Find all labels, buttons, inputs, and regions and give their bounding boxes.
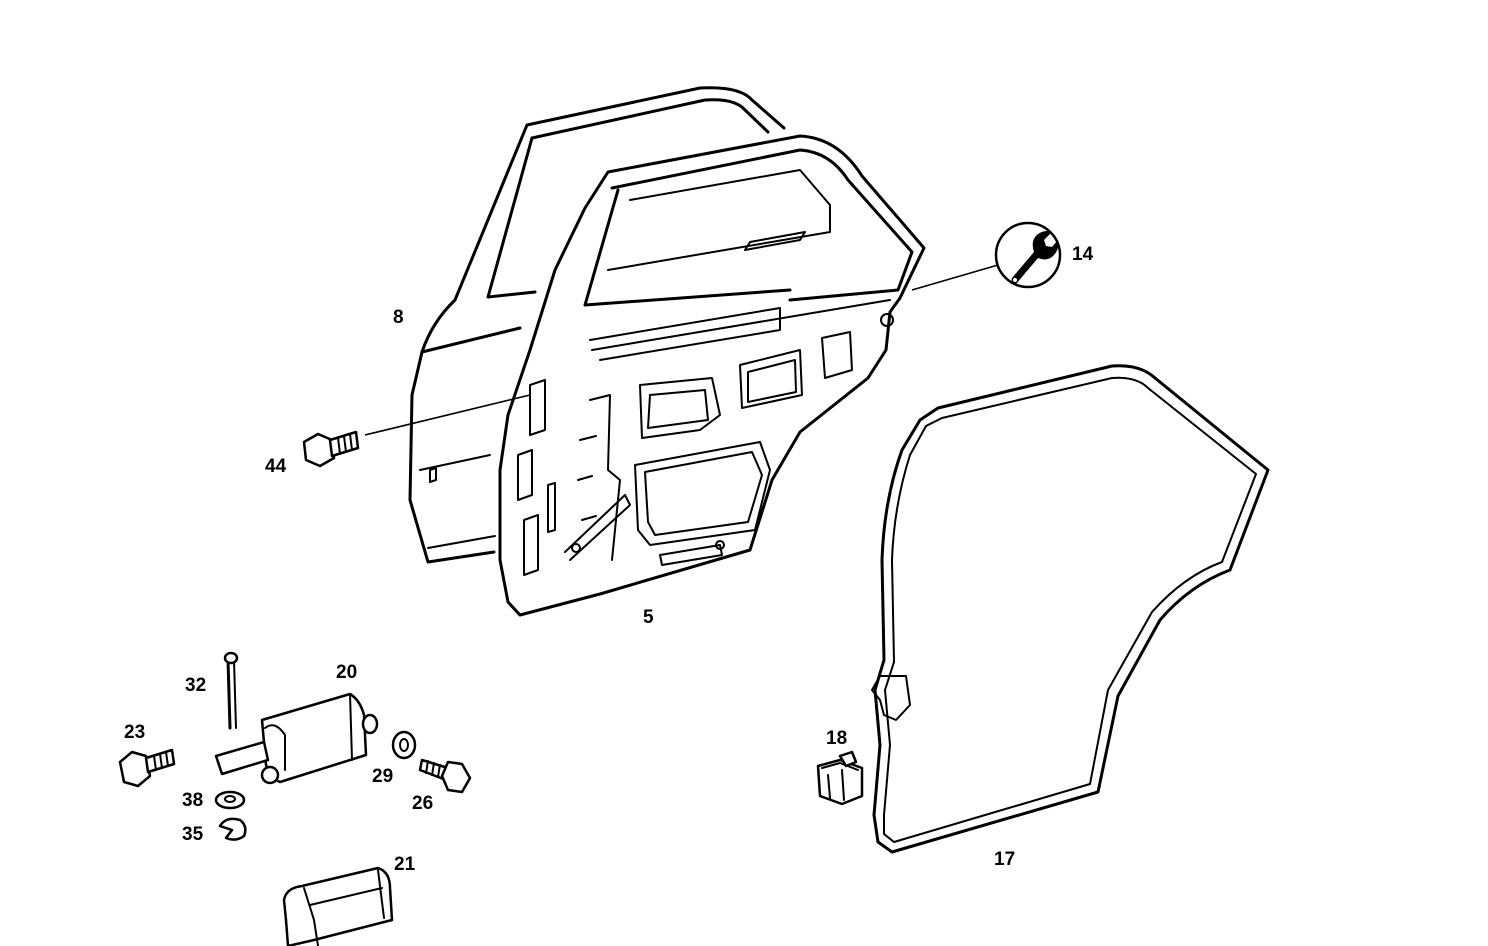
door-seal <box>871 364 1270 854</box>
label-18: 18 <box>826 728 847 749</box>
inner-door-shell <box>498 134 926 617</box>
label-32: 32 <box>185 675 206 696</box>
hinge-20 <box>214 692 379 785</box>
washer-29 <box>391 730 417 760</box>
hinge-pin-32 <box>223 651 239 730</box>
label-26: 26 <box>412 793 433 814</box>
bolt-44 <box>302 430 360 468</box>
outer-door-frame <box>408 86 786 564</box>
label-23: 23 <box>124 722 145 743</box>
label-14: 14 <box>1072 244 1094 265</box>
washer-38 <box>214 790 246 810</box>
label-44: 44 <box>265 456 287 477</box>
label-21: 21 <box>394 854 416 875</box>
label-17: 17 <box>994 849 1015 870</box>
cover-21 <box>282 866 394 946</box>
clip-18 <box>816 750 864 806</box>
wrench-icon <box>994 221 1062 289</box>
label-29: 29 <box>372 766 393 787</box>
label-35: 35 <box>182 824 204 845</box>
label-5: 5 <box>643 607 654 628</box>
label-20: 20 <box>336 662 357 683</box>
bolt-23 <box>118 748 176 788</box>
label-38: 38 <box>182 790 203 811</box>
label-8: 8 <box>393 307 404 328</box>
bolt-26 <box>418 758 472 794</box>
clip-35 <box>218 817 247 841</box>
callout-labels: 8 5 14 44 32 20 23 29 26 38 35 21 18 17 <box>124 244 1094 875</box>
leader-lines <box>364 264 999 436</box>
